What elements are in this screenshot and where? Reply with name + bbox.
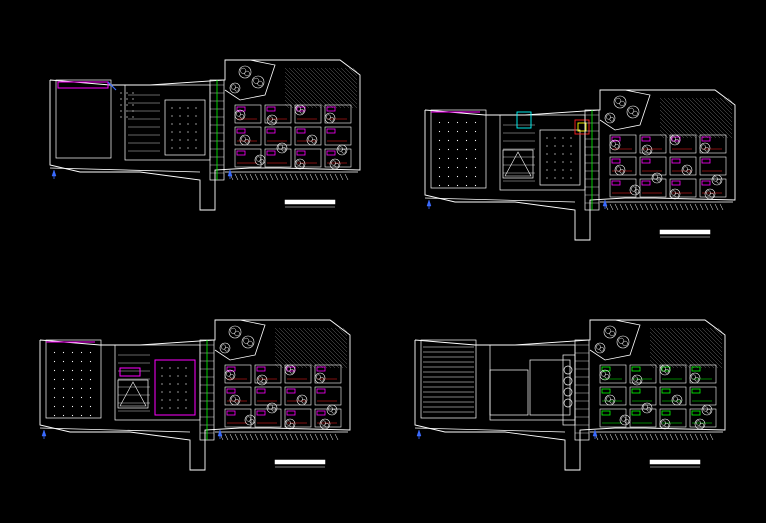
tree-symbol bbox=[659, 364, 671, 376]
dotted-fill bbox=[546, 137, 572, 179]
tree-symbol bbox=[613, 95, 627, 109]
tree-symbol bbox=[306, 134, 318, 146]
plan-bottom-right bbox=[414, 319, 726, 471]
tree-symbol bbox=[284, 418, 296, 430]
plan-bottom-left bbox=[39, 319, 351, 471]
dotted-fill bbox=[171, 107, 197, 149]
tree-symbol bbox=[669, 134, 681, 146]
tree-symbol bbox=[599, 369, 611, 381]
tree-symbol bbox=[604, 394, 616, 406]
tree-symbol bbox=[689, 372, 701, 384]
tree-symbol bbox=[266, 114, 278, 126]
tree-symbol bbox=[603, 325, 617, 339]
tree-symbol bbox=[604, 112, 616, 124]
tree-symbol bbox=[251, 75, 265, 89]
tree-symbol bbox=[629, 184, 641, 196]
tree-symbol bbox=[669, 188, 681, 200]
tree-symbol bbox=[609, 139, 621, 151]
tree-symbol bbox=[229, 394, 241, 406]
tree-symbol bbox=[631, 374, 643, 386]
tree-symbol bbox=[594, 342, 606, 354]
hatched-area bbox=[649, 327, 723, 369]
tree-symbol bbox=[626, 105, 640, 119]
hatched-area bbox=[274, 327, 348, 369]
plan-top-right bbox=[424, 89, 736, 241]
north-arrow-icon bbox=[426, 199, 432, 209]
tree-symbol bbox=[266, 402, 278, 414]
tree-symbol bbox=[616, 335, 630, 349]
tree-symbol bbox=[256, 374, 268, 386]
tree-symbol bbox=[694, 418, 706, 430]
residential-units bbox=[609, 134, 727, 198]
plan-top-left bbox=[49, 59, 361, 211]
tree-symbol bbox=[224, 369, 236, 381]
north-arrow-icon bbox=[51, 169, 57, 179]
tree-symbol bbox=[239, 134, 251, 146]
tree-symbol bbox=[641, 402, 653, 414]
tree-symbol bbox=[681, 164, 693, 176]
hatched-area bbox=[284, 67, 358, 109]
tree-symbol bbox=[234, 109, 246, 121]
dotted-fill bbox=[161, 367, 187, 409]
tree-symbol bbox=[276, 142, 288, 154]
title-block-bar bbox=[284, 199, 336, 208]
tree-symbol bbox=[671, 394, 683, 406]
tree-symbol bbox=[711, 174, 723, 186]
tree-symbol bbox=[329, 158, 341, 170]
north-arrow-icon bbox=[227, 169, 233, 179]
tree-symbol bbox=[701, 404, 713, 416]
tree-symbol bbox=[284, 364, 296, 376]
parking-strip bbox=[229, 173, 349, 181]
north-arrow-icon bbox=[592, 429, 598, 439]
tree-symbol bbox=[324, 112, 336, 124]
north-arrow-icon bbox=[217, 429, 223, 439]
tree-symbol bbox=[619, 414, 631, 426]
title-block-bar bbox=[649, 459, 701, 468]
dotted-fill bbox=[120, 92, 134, 118]
striped-slab bbox=[423, 346, 474, 413]
tree-symbol bbox=[228, 325, 242, 339]
dotted-fill bbox=[438, 121, 477, 187]
hatched-area bbox=[659, 97, 733, 139]
tree-symbol bbox=[319, 418, 331, 430]
parking-strip bbox=[604, 203, 724, 211]
tree-symbol bbox=[326, 404, 338, 416]
title-block-bar bbox=[274, 459, 326, 468]
tree-symbol bbox=[296, 394, 308, 406]
dotted-fill bbox=[53, 351, 92, 417]
tree-symbol bbox=[641, 144, 653, 156]
tree-symbol bbox=[659, 418, 671, 430]
tree-symbol bbox=[244, 414, 256, 426]
tree-symbol bbox=[336, 144, 348, 156]
north-arrow-icon bbox=[41, 429, 47, 439]
tree-symbol bbox=[294, 158, 306, 170]
tree-symbol bbox=[294, 104, 306, 116]
tree-symbol bbox=[314, 372, 326, 384]
tree-symbol bbox=[614, 164, 626, 176]
tree-symbol bbox=[699, 142, 711, 154]
north-arrow-icon bbox=[416, 429, 422, 439]
title-block-bar bbox=[659, 229, 711, 238]
tree-symbol bbox=[219, 342, 231, 354]
parking-strip bbox=[219, 433, 339, 441]
tree-symbol bbox=[704, 188, 716, 200]
north-arrow-icon bbox=[602, 199, 608, 209]
tree-symbol bbox=[254, 154, 266, 166]
tree-symbol bbox=[651, 172, 663, 184]
tree-symbol bbox=[241, 335, 255, 349]
tree-symbol bbox=[229, 82, 241, 94]
tree-symbol bbox=[238, 65, 252, 79]
parking-strip bbox=[594, 433, 714, 441]
